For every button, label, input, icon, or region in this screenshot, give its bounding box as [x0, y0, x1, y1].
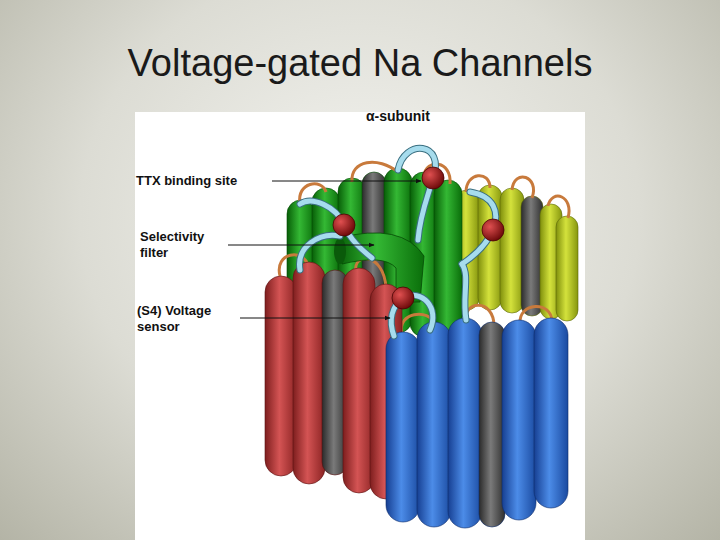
helix: [556, 216, 578, 321]
ttx-site: [333, 214, 355, 236]
part-label: (S4) Voltage sensor: [137, 303, 237, 335]
leader-lines: [228, 181, 421, 318]
slide-title: Voltage-gated Na Channels: [0, 42, 720, 85]
helix: [448, 318, 482, 528]
part-label: TTX binding site: [136, 173, 266, 189]
helix: [502, 320, 536, 520]
helix: [417, 322, 451, 527]
leader-line: [228, 245, 374, 246]
domain-red: [265, 262, 402, 499]
p-loop: [300, 235, 340, 270]
helix: [386, 332, 420, 522]
loop: [548, 196, 569, 218]
ttx-site: [482, 219, 504, 241]
part-label: α-subunit: [366, 108, 486, 124]
helix: [434, 180, 462, 340]
helix: [500, 188, 524, 313]
leader-line: [272, 181, 421, 182]
p-loop-outline: [300, 201, 372, 258]
p-loops: [300, 148, 496, 336]
helix: [293, 262, 325, 484]
pore-opening: [334, 238, 346, 264]
part-label: Selectivity filter: [140, 229, 224, 261]
p-loop: [462, 264, 466, 320]
domain-blue: [386, 318, 568, 528]
p-loop-outline: [398, 148, 435, 240]
helix: [534, 318, 568, 508]
image-panel: [135, 112, 585, 540]
binding-sites: [333, 167, 504, 309]
domain-yellow: [455, 185, 578, 321]
p-loop: [398, 148, 435, 240]
helix: [265, 276, 297, 476]
leader-line: [240, 318, 390, 319]
p-loop: [300, 201, 372, 258]
ttx-site: [392, 287, 414, 309]
s4-helix: [479, 322, 505, 527]
p-loop-outline: [462, 264, 466, 320]
ttx-site: [422, 167, 444, 189]
loop: [512, 177, 534, 198]
p-loop-outline: [300, 235, 340, 270]
loop: [352, 162, 398, 182]
